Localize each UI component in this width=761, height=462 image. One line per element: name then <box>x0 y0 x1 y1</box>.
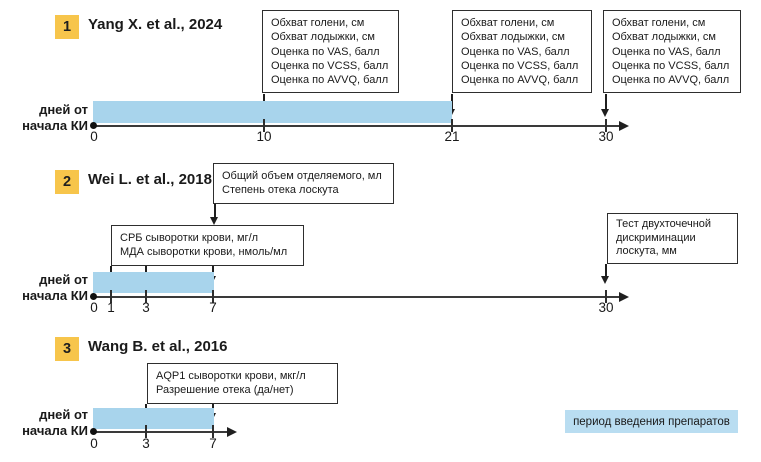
measurement-line: Степень отека лоскута <box>222 184 339 197</box>
tick-label: 30 <box>598 129 614 144</box>
axis-tick-day-21 <box>451 119 453 132</box>
study-3-title: Wang B. et al., 2016 <box>88 338 228 355</box>
legend-label: период введения препаратов <box>573 415 730 428</box>
axis-tick-day-1 <box>110 290 112 303</box>
axis-origin-dot <box>90 293 97 300</box>
tick-label: 0 <box>90 300 98 315</box>
arrow-down-icon <box>601 276 609 284</box>
axis-tick-day-30 <box>605 119 607 132</box>
measurement-line: Обхват лодыжки, см <box>612 31 716 44</box>
measurement-line: СРБ сыворотки крови, мг/л <box>120 232 259 244</box>
axis-caption-line: начала КИ <box>22 288 88 303</box>
tick-label: 10 <box>256 129 272 144</box>
axis-caption-study-1: дней от начала КИ <box>8 102 88 134</box>
study-2-discrimination-box: Тест двухточечной дискриминации лоскута,… <box>607 213 738 264</box>
arrow-line-wound-box <box>214 204 216 217</box>
arrow-line-day-3 <box>145 266 147 276</box>
arrow-line-day-21 <box>451 94 453 109</box>
measurement-line: лоскута, мм <box>616 245 677 257</box>
axis-tick-day-10 <box>263 119 265 132</box>
tick-label: 1 <box>107 300 115 315</box>
tick-label: 0 <box>90 129 98 144</box>
tick-label: 7 <box>209 436 217 451</box>
axis-arrowhead-icon <box>619 121 629 131</box>
tick-label: 3 <box>142 300 150 315</box>
axis-tick-day-7 <box>212 425 214 438</box>
study-1-number-badge: 1 <box>55 15 79 39</box>
tick-label: 7 <box>209 300 217 315</box>
measurement-line: Оценка по VAS, балл <box>461 45 570 58</box>
measurement-line: AQP1 сыворотки крови, мкг/л <box>156 370 306 382</box>
axis-caption-study-2: дней от начала КИ <box>8 272 88 304</box>
measurement-line: Обхват голени, см <box>271 17 365 29</box>
measurement-line: Разрешение отека (да/нет) <box>156 384 294 397</box>
drug-period-bar-study-1 <box>93 101 452 123</box>
study-2-title: Wei L. et al., 2018 <box>88 171 212 188</box>
axis-caption-line: начала КИ <box>22 423 88 438</box>
timeline-axis-study-1 <box>93 125 620 127</box>
axis-tick-day-30 <box>605 290 607 303</box>
measurement-line: Оценка по AVVQ, балл <box>612 74 730 87</box>
axis-caption-line: дней от <box>39 272 88 287</box>
measurement-line: Обхват лодыжки, см <box>271 31 375 44</box>
measurement-line: Оценка по AVVQ, балл <box>271 74 389 87</box>
axis-origin-dot <box>90 122 97 129</box>
arrow-line-day-1 <box>110 266 112 276</box>
axis-arrowhead-icon <box>227 427 237 437</box>
drug-period-bar-study-3 <box>93 408 214 429</box>
axis-caption-line: начала КИ <box>22 118 88 133</box>
study-2-wound-box: Общий объем отделяемого, мл Степень отек… <box>213 163 394 204</box>
measurement-line: Общий объем отделяемого, мл <box>222 170 382 182</box>
study-1-measurements-day-21-box: Обхват голени, см Обхват лодыжки, см Оце… <box>452 10 592 94</box>
timeline-axis-study-2 <box>93 296 620 298</box>
axis-tick-day-3 <box>145 290 147 303</box>
measurement-line: Оценка по AVVQ, балл <box>461 74 579 87</box>
measurement-line: Оценка по VCSS, балл <box>612 59 730 72</box>
measurement-line: Оценка по VAS, балл <box>612 45 721 58</box>
axis-arrowhead-icon <box>619 292 629 302</box>
axis-caption-line: дней от <box>39 407 88 422</box>
measurement-line: Обхват лодыжки, см <box>461 31 565 44</box>
measurement-line: Оценка по VCSS, балл <box>461 59 579 72</box>
study-3-number-badge: 3 <box>55 337 79 361</box>
timeline-axis-study-3 <box>93 431 228 433</box>
axis-tick-day-3 <box>145 425 147 438</box>
arrow-line-day-30 <box>605 94 607 109</box>
tick-label: 3 <box>142 436 150 451</box>
measurement-line: Тест двухточечной <box>616 218 712 230</box>
measurement-line: МДА сыворотки крови, нмоль/мл <box>120 246 288 259</box>
study-3-measurements-box: AQP1 сыворотки крови, мкг/л Разрешение о… <box>147 363 338 404</box>
arrow-line-day-30 <box>605 264 607 276</box>
tick-label: 30 <box>598 300 614 315</box>
measurement-line: Обхват голени, см <box>612 17 706 29</box>
measurement-line: Оценка по VCSS, балл <box>271 59 389 72</box>
tick-label: 21 <box>444 129 460 144</box>
legend-drug-period: период введения препаратов <box>565 410 738 433</box>
axis-caption-line: дней от <box>39 102 88 117</box>
measurement-line: Обхват голени, см <box>461 17 555 29</box>
drug-period-bar-study-2 <box>93 272 214 293</box>
measurement-line: дискриминации <box>616 231 696 244</box>
study-2-number-badge: 2 <box>55 170 79 194</box>
measurement-line: Оценка по VAS, балл <box>271 45 380 58</box>
study-1-measurements-day-10-box: Обхват голени, см Обхват лодыжки, см Оце… <box>262 10 399 94</box>
study-2-serum-box: СРБ сыворотки крови, мг/л МДА сыворотки … <box>111 225 304 266</box>
tick-label: 0 <box>90 436 98 451</box>
arrow-line-day-7 <box>212 266 214 276</box>
axis-tick-day-7 <box>212 290 214 303</box>
study-1-measurements-day-30-box: Обхват голени, см Обхват лодыжки, см Оце… <box>603 10 741 94</box>
axis-origin-dot <box>90 428 97 435</box>
study-1-title: Yang X. et al., 2024 <box>88 16 223 33</box>
arrow-down-icon <box>210 217 218 225</box>
arrow-down-icon <box>601 109 609 117</box>
axis-caption-study-3: дней от начала КИ <box>8 407 88 439</box>
